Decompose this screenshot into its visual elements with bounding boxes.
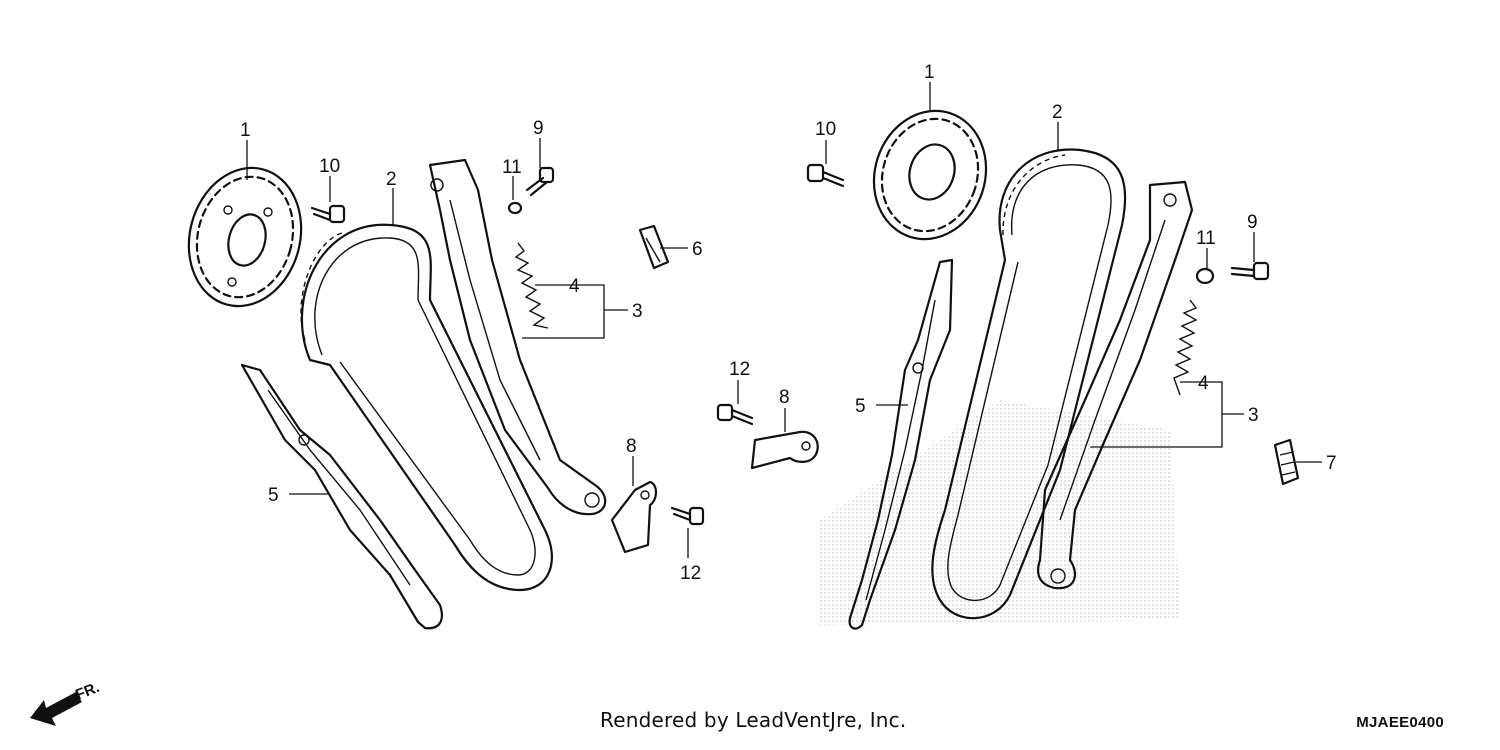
callout-7-right: 7 bbox=[1326, 453, 1337, 474]
bracket-8-left bbox=[610, 480, 658, 554]
bolt-9-left bbox=[525, 166, 555, 197]
callout-4-right: 4 bbox=[1198, 373, 1209, 394]
bolt-12-left bbox=[670, 506, 705, 526]
callout-1-right: 1 bbox=[924, 62, 935, 83]
callout-5-right: 5 bbox=[855, 396, 866, 417]
callout-8-right: 8 bbox=[779, 387, 790, 408]
washer-11-left bbox=[507, 201, 523, 215]
bolt-10-left bbox=[310, 204, 346, 224]
diagram-code: MJAEE0400 bbox=[1356, 714, 1444, 731]
front-direction-label: FR. bbox=[73, 679, 102, 704]
callout-1-left: 1 bbox=[240, 120, 251, 141]
callout-4-left: 4 bbox=[569, 276, 580, 297]
leader-lines bbox=[246, 82, 1322, 558]
bolt-9-right bbox=[1230, 261, 1270, 281]
spring-4-left bbox=[514, 242, 549, 329]
spring-4-right bbox=[1173, 299, 1198, 396]
tensioner-arm-left bbox=[428, 158, 607, 516]
bracket-8-right bbox=[750, 430, 819, 470]
callout-9-right: 9 bbox=[1247, 212, 1258, 233]
callout-9-left: 9 bbox=[533, 118, 544, 139]
callout-12-left: 12 bbox=[680, 563, 701, 584]
callout-10-left: 10 bbox=[319, 156, 340, 177]
brand-watermark-logo bbox=[820, 400, 1180, 625]
callout-8-left: 8 bbox=[626, 436, 637, 457]
chain-guide-5-right bbox=[848, 258, 954, 630]
callout-12-right: 12 bbox=[729, 359, 750, 380]
cam-sprocket-right bbox=[872, 109, 988, 241]
arrow-down-left-icon bbox=[30, 692, 82, 726]
chain-guide-6 bbox=[638, 224, 670, 270]
callout-2-left: 2 bbox=[386, 169, 397, 190]
callout-11-left: 11 bbox=[502, 157, 522, 178]
chain-guide-7 bbox=[1273, 438, 1300, 486]
cam-chain-right bbox=[931, 148, 1127, 620]
callout-11-right: 11 bbox=[1196, 228, 1216, 249]
callout-3-right: 3 bbox=[1248, 405, 1259, 426]
callout-6-left: 6 bbox=[692, 239, 703, 260]
callout-3-left: 3 bbox=[632, 301, 643, 322]
washer-11-right bbox=[1195, 267, 1215, 285]
callout-5-left: 5 bbox=[268, 485, 279, 506]
render-credit: Rendered by LeadVentJre, Inc. bbox=[600, 708, 907, 732]
callout-2-right: 2 bbox=[1052, 102, 1063, 123]
cam-chain-left bbox=[300, 223, 553, 592]
tensioner-arm-right bbox=[1037, 180, 1194, 590]
chain-guide-5-left bbox=[240, 363, 443, 630]
callout-10-right: 10 bbox=[815, 119, 836, 140]
bolt-10-right bbox=[806, 163, 845, 188]
cam-sprocket-left bbox=[187, 166, 303, 308]
bolt-12-right bbox=[716, 403, 754, 426]
